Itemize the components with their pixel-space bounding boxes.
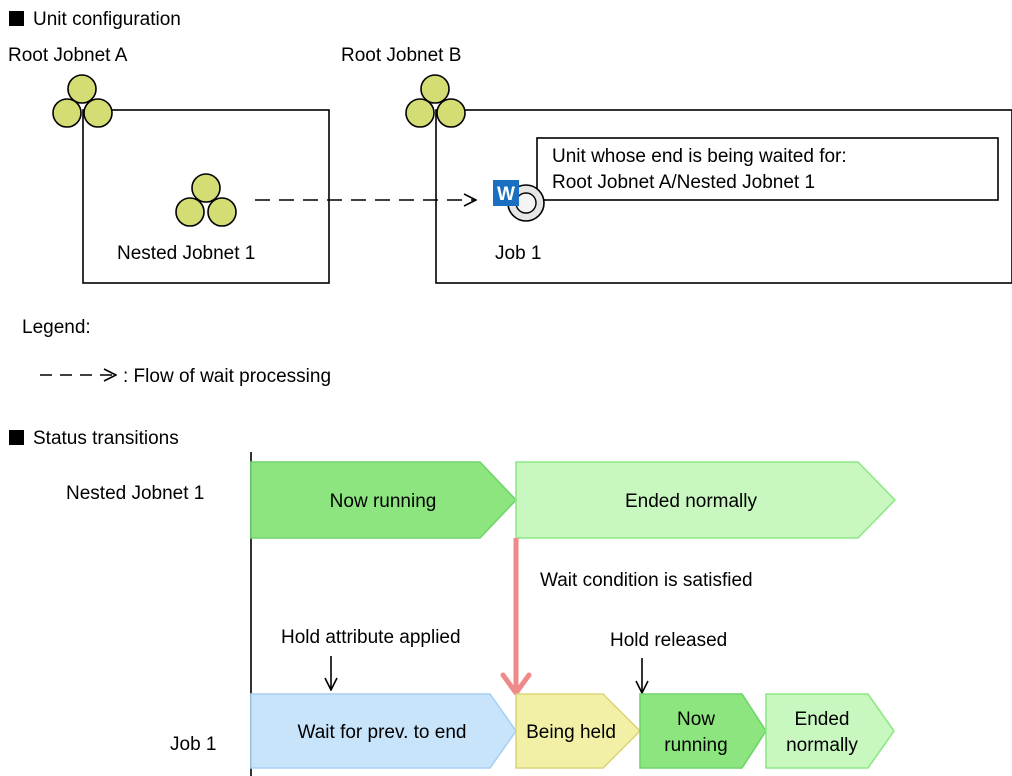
wait-callout-line1: Unit whose end is being waited for:: [552, 146, 847, 167]
state-wait-prev-label: Wait for prev. to end: [298, 722, 467, 743]
nested-row-label: Nested Jobnet 1: [66, 483, 204, 504]
job-row-label: Job 1: [170, 734, 216, 755]
job-label: Job 1: [495, 243, 541, 264]
state-job-now-running-line1: Now: [677, 709, 715, 730]
root-jobnet-a-label: Root Jobnet A: [8, 45, 128, 66]
state-job-now-running: [639, 693, 767, 769]
state-job-now-running-line2: running: [664, 735, 727, 756]
legend-flow-label: : Flow of wait processing: [123, 366, 331, 387]
state-ended-normally-label: Ended normally: [625, 491, 758, 512]
state-job-ended-normally-line1: Ended: [795, 709, 850, 730]
state-wait-prev: [250, 693, 517, 769]
nested-jobnet-label: Nested Jobnet 1: [117, 243, 255, 264]
state-now-running: [250, 461, 518, 539]
state-job-ended-normally-line2: normally: [786, 735, 858, 756]
state-being-held: [515, 693, 642, 769]
root-jobnet-b-frame: [435, 109, 1012, 284]
wait-badge-letter: W: [497, 184, 515, 205]
wait-satisfied-label: Wait condition is satisfied: [540, 570, 753, 591]
jobnet-icon: [52, 74, 113, 128]
root-jobnet-a-frame: [82, 109, 330, 284]
wait-callout-line2: Root Jobnet A/Nested Jobnet 1: [552, 172, 815, 193]
state-being-held-label: Being held: [526, 722, 616, 743]
section-bullet-square: [9, 430, 24, 445]
state-now-running-label: Now running: [330, 491, 437, 512]
unit-configuration-section: Unit configuration Root Jobnet A Nested …: [8, 9, 1012, 284]
hold-applied-label: Hold attribute applied: [281, 627, 461, 648]
state-job-ended-normally: [765, 693, 895, 769]
legend: Legend: : Flow of wait processing: [22, 317, 331, 387]
root-jobnet-b-label: Root Jobnet B: [341, 45, 461, 66]
wait-callout-box: [536, 137, 999, 201]
section-bullet-square: [9, 11, 24, 26]
status-transitions-heading: Status transitions: [33, 428, 179, 449]
jobnet-icon: [405, 74, 466, 128]
legend-title: Legend:: [22, 317, 91, 338]
state-ended-normally: [515, 461, 897, 539]
wait-satisfied-arrow: [500, 538, 532, 696]
status-transitions-section: Status transitions Nested Jobnet 1 Now r…: [9, 428, 897, 776]
wait-badge-icon: W: [493, 180, 519, 206]
hold-released-label: Hold released: [610, 630, 727, 651]
unit-configuration-heading: Unit configuration: [33, 9, 181, 30]
jobnet-icon: [175, 173, 237, 227]
